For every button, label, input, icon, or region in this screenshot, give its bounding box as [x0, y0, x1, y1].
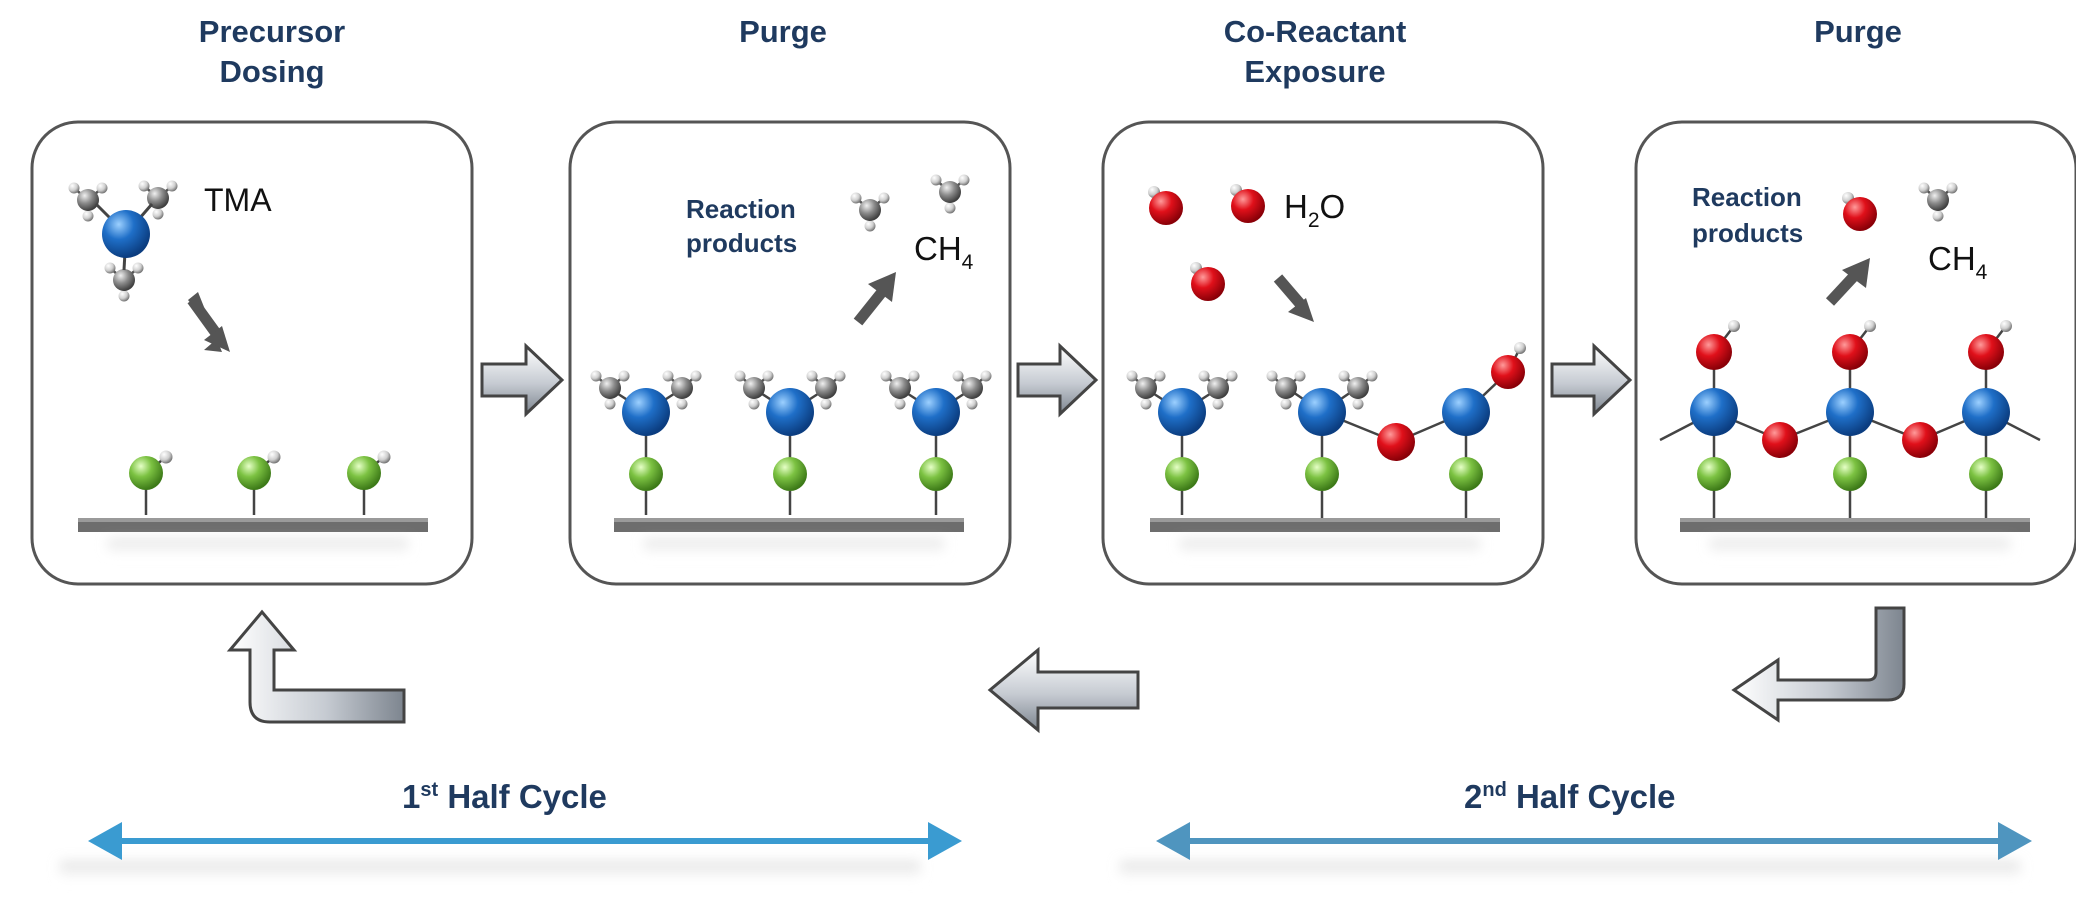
half-cycle-2-ordinal: 2: [1464, 778, 1483, 815]
tma-label: TMA: [204, 182, 272, 218]
return-arrow-left: [987, 646, 1140, 734]
step4-title: Purge: [1708, 12, 2008, 52]
ch4-main-1: CH: [914, 230, 962, 267]
panel-purge-1: [568, 120, 1012, 586]
flow-arrow-3-to-4: [1550, 342, 1633, 418]
partial-oxide-unit: [1265, 342, 1526, 518]
half-cycle-1-label: 1st Half Cycle: [402, 778, 607, 816]
up-arrow-icon-2: [1825, 258, 1870, 306]
h2o-label: H2O: [1284, 188, 1345, 232]
ch4-label-2: CH4: [1928, 240, 1988, 284]
step1-title-line1: Precursor: [198, 14, 346, 49]
products-label-1a: Reaction: [686, 194, 796, 224]
step3-title-line1: Co-Reactant: [1223, 14, 1407, 49]
products-label-1b: products: [686, 228, 797, 258]
h2o-sub: 2: [1308, 209, 1320, 232]
step1-title: Precursor Dosing: [122, 12, 422, 92]
ch4-sub-2: 4: [1976, 261, 1988, 284]
step2-title: Purge: [633, 12, 933, 52]
alumina-layer: [1659, 320, 2041, 518]
panel-co-reactant: [1101, 120, 1545, 586]
half-cycle-1-arrow: [88, 822, 962, 860]
ch4-main-2: CH: [1928, 240, 1976, 277]
tma-molecule: [67, 179, 179, 303]
up-arrow-icon: [853, 272, 896, 326]
reaction-arrow-icon: [187, 296, 230, 352]
half-cycle-2-label: 2nd Half Cycle: [1464, 778, 1676, 816]
h2o-main-1: H: [1284, 188, 1308, 225]
return-arrow-down: [1731, 606, 1906, 723]
step1-title-line2: Dosing: [219, 54, 325, 89]
half-cycle-1-sup: st: [420, 779, 439, 801]
ch4-sub-1: 4: [962, 251, 974, 274]
products-label-2b: products: [1692, 218, 1803, 248]
reaction-arrow-icon-2: [1273, 274, 1314, 322]
flow-arrow-2-to-3: [1016, 342, 1099, 418]
half-cycle-2-sup: nd: [1482, 779, 1507, 801]
step4-title-line1: Purge: [1814, 14, 1902, 49]
half-cycle-1-text: Half Cycle: [438, 778, 607, 815]
ch4-label-1: CH4: [914, 230, 974, 274]
flow-arrow-1-to-2: [480, 342, 565, 418]
products-label-2a: Reaction: [1692, 182, 1802, 212]
h2o-main-2: O: [1320, 188, 1346, 225]
step2-title-line1: Purge: [739, 14, 827, 49]
step3-title: Co-Reactant Exposure: [1165, 12, 1465, 92]
half-cycle-1-ordinal: 1: [402, 778, 421, 815]
step3-title-line2: Exposure: [1244, 54, 1386, 89]
half-cycle-2-text: Half Cycle: [1506, 778, 1676, 815]
return-arrow-up: [226, 609, 406, 724]
half-cycle-2-arrow: [1156, 822, 2032, 860]
